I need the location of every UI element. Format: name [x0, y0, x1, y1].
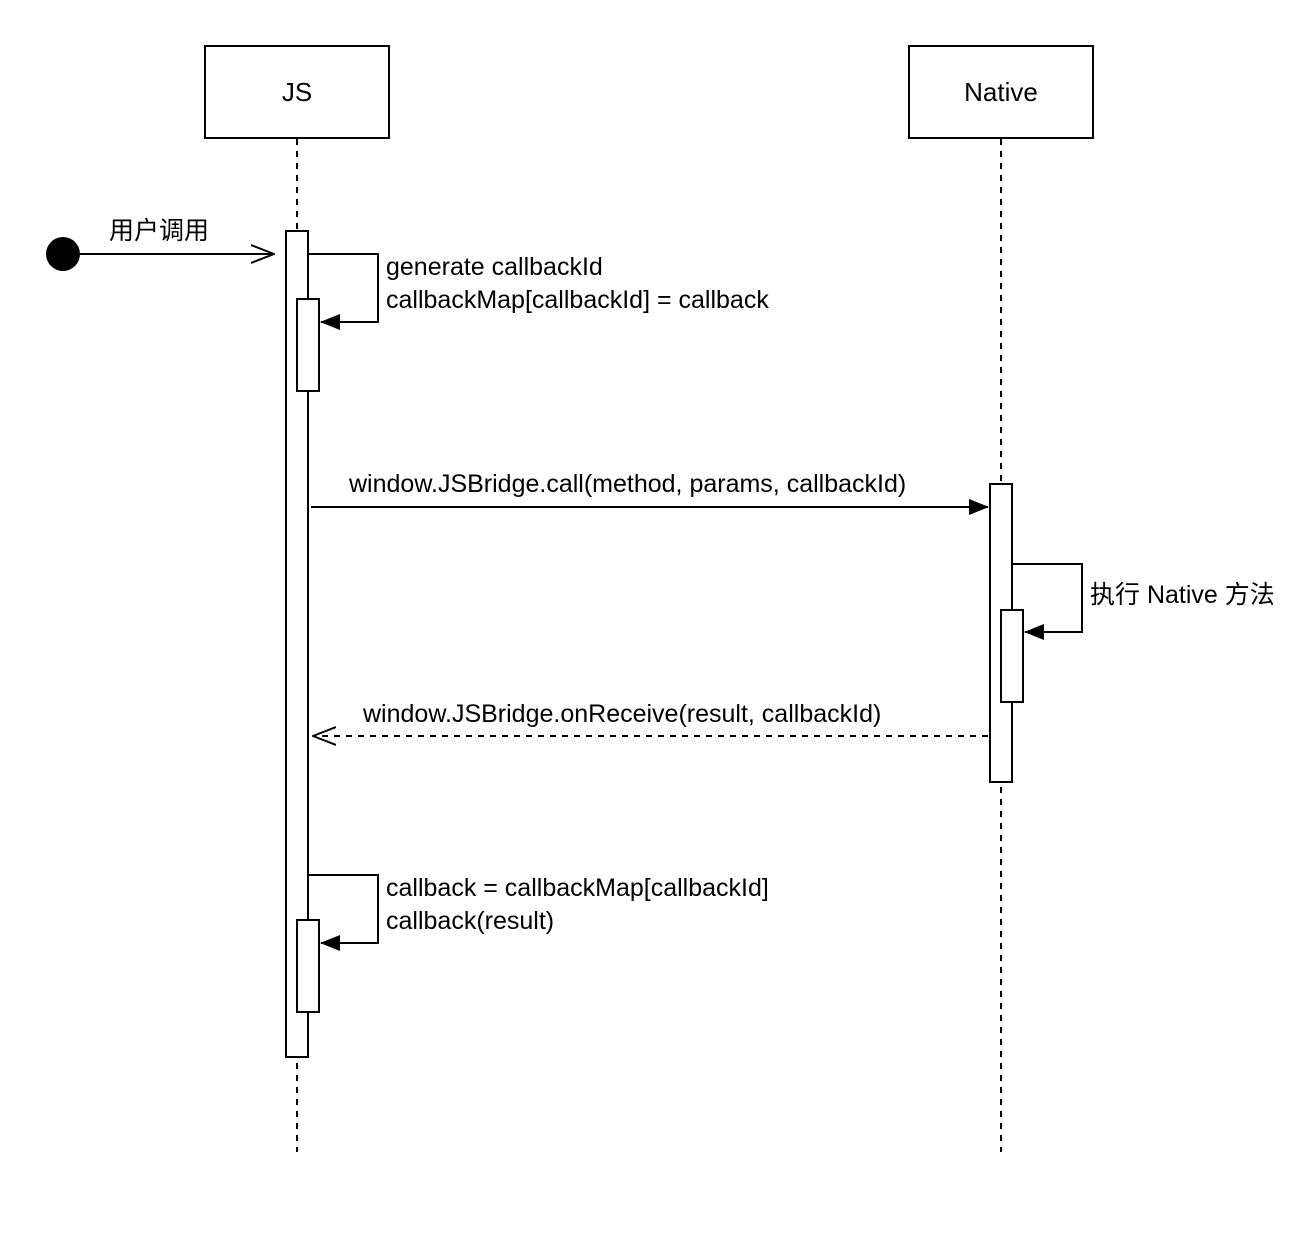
- participant-native: Native: [908, 45, 1094, 139]
- native-exec-label: 执行 Native 方法: [1090, 581, 1275, 609]
- start-point: [46, 237, 80, 271]
- self-call-generate-arrow: [308, 253, 379, 330]
- participant-native-label: Native: [964, 77, 1038, 107]
- participant-js-label: JS: [282, 77, 312, 107]
- self-call-generate-label-2: callbackMap[callbackId] = callback: [386, 286, 769, 314]
- js-nested-activation-2: [296, 919, 320, 1013]
- user-call-label: 用户调用: [109, 217, 209, 245]
- js-nested-activation-1: [296, 298, 320, 392]
- native-exec-arrow: [1012, 563, 1083, 640]
- native-nested-activation: [1000, 609, 1024, 703]
- participant-js: JS: [204, 45, 390, 139]
- bridge-call-label: window.JSBridge.call(method, params, cal…: [348, 470, 906, 498]
- self-call-generate-label-1: generate callbackId: [386, 253, 603, 281]
- self-call-callback-label-2: callback(result): [386, 907, 554, 935]
- on-receive-label: window.JSBridge.onReceive(result, callba…: [362, 700, 881, 728]
- self-call-callback-arrow: [308, 874, 379, 951]
- js-activation-bar: [285, 230, 309, 1058]
- self-call-callback-label-1: callback = callbackMap[callbackId]: [386, 874, 769, 902]
